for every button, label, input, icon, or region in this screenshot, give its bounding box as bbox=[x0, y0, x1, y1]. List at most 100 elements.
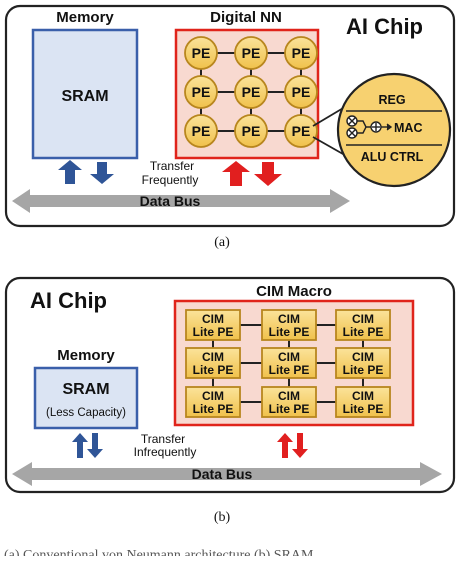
lite-pe-label: Lite PE bbox=[343, 402, 384, 416]
lite-pe-label: Lite PE bbox=[269, 363, 310, 377]
chip-title-a: AI Chip bbox=[346, 14, 423, 39]
pe-circle bbox=[184, 114, 218, 148]
nn-down-arrow-a bbox=[254, 162, 282, 186]
data-bus-a bbox=[12, 189, 350, 213]
memory-label-b: Memory bbox=[57, 347, 115, 364]
sram-label-b: SRAM bbox=[62, 381, 109, 398]
pe-label: PE bbox=[192, 84, 211, 100]
pe-circle bbox=[284, 36, 318, 70]
pe-unit: PE bbox=[234, 114, 268, 148]
sram-down-arrow-a bbox=[90, 162, 114, 184]
lite-pe-label: Lite PE bbox=[269, 325, 310, 339]
cim-lite-pe-box bbox=[185, 386, 241, 418]
pe-label: PE bbox=[242, 84, 261, 100]
pe-label: PE bbox=[192, 45, 211, 61]
cim-label: CIM bbox=[202, 312, 224, 326]
pe-unit: PE bbox=[284, 114, 318, 148]
cim-label: CIM bbox=[352, 389, 374, 403]
pe-detail-reg: REG bbox=[378, 93, 405, 107]
pe-label: PE bbox=[192, 123, 211, 139]
chip-title-b: AI Chip bbox=[30, 288, 107, 313]
cim-label: CIM bbox=[278, 312, 300, 326]
chip-outline-a bbox=[4, 4, 456, 228]
cim-lite-pe-box bbox=[335, 347, 391, 379]
caption-b: (b) bbox=[214, 510, 231, 525]
data-bus-b bbox=[12, 462, 442, 486]
lite-pe-label: Lite PE bbox=[193, 325, 234, 339]
sram-block-b bbox=[33, 366, 139, 430]
sram-down-arrow-b bbox=[87, 433, 103, 458]
macro-down-arrow-b bbox=[292, 433, 308, 458]
pe-circle bbox=[284, 114, 318, 148]
pe-unit: PE bbox=[284, 75, 318, 109]
cim-lite-pe-box bbox=[185, 309, 241, 341]
pe-unit: PE bbox=[184, 114, 218, 148]
transfer-label-b-1: Transfer bbox=[141, 432, 185, 446]
multiplier-icon bbox=[346, 115, 358, 139]
pe-label: PE bbox=[292, 84, 311, 100]
sram-up-arrow-b bbox=[72, 433, 88, 458]
pe-circle bbox=[284, 75, 318, 109]
cim-lite-pe-box bbox=[185, 347, 241, 379]
transfer-label-a-1: Transfer bbox=[150, 159, 194, 173]
pe-detail: REG MAC ALU CTRL bbox=[336, 72, 452, 188]
pe-label: PE bbox=[292, 123, 311, 139]
cim-lite-pe-box bbox=[335, 386, 391, 418]
chip-outline-b bbox=[4, 276, 456, 494]
pe-label: PE bbox=[242, 123, 261, 139]
lite-pe-label: Lite PE bbox=[343, 363, 384, 377]
data-bus-label-b: Data Bus bbox=[192, 466, 253, 482]
pe-grid: PE PE PE PE PE PE PE PE PE bbox=[184, 36, 318, 148]
cim-label: CIM bbox=[278, 350, 300, 364]
nn-label-a: Digital NN bbox=[210, 9, 282, 26]
macro-up-arrow-b bbox=[277, 433, 293, 458]
pe-circle bbox=[234, 114, 268, 148]
cim-lite-pe-box bbox=[261, 347, 317, 379]
sram-block-a bbox=[31, 28, 139, 160]
adder-icon bbox=[357, 120, 393, 134]
lite-pe-label: Lite PE bbox=[193, 402, 234, 416]
pe-unit: PE bbox=[184, 75, 218, 109]
cim-label: CIM bbox=[278, 389, 300, 403]
pe-unit: PE bbox=[184, 36, 218, 70]
cim-lite-pe-box bbox=[261, 386, 317, 418]
cim-lite-pe-box bbox=[261, 309, 317, 341]
pe-circle bbox=[184, 36, 218, 70]
macro-label-b: CIM Macro bbox=[256, 283, 332, 300]
pe-detail-mac: MAC bbox=[394, 121, 422, 135]
lite-pe-label: Lite PE bbox=[193, 363, 234, 377]
sram-sub-label-b: (Less Capacity) bbox=[46, 407, 126, 419]
pe-detail-circle bbox=[336, 72, 452, 188]
pe-label: PE bbox=[242, 45, 261, 61]
cim-label: CIM bbox=[352, 312, 374, 326]
pe-unit: PE bbox=[234, 36, 268, 70]
memory-label-a: Memory bbox=[56, 9, 114, 26]
cim-label: CIM bbox=[352, 350, 374, 364]
pe-detail-alu-ctrl: ALU CTRL bbox=[361, 150, 424, 164]
pe-unit: PE bbox=[234, 75, 268, 109]
lite-pe-label: Lite PE bbox=[269, 402, 310, 416]
lite-pe-label: Lite PE bbox=[343, 325, 384, 339]
cim-lite-pe-box bbox=[335, 309, 391, 341]
data-bus-label-a: Data Bus bbox=[140, 193, 201, 209]
pe-circle bbox=[234, 36, 268, 70]
sram-label-a: SRAM bbox=[61, 88, 108, 105]
sram-up-arrow-a bbox=[58, 160, 82, 184]
transfer-label-a-2: Frequently bbox=[142, 173, 199, 187]
transfer-label-b-2: Infrequently bbox=[134, 445, 197, 459]
cim-label: CIM bbox=[202, 389, 224, 403]
pe-unit: PE bbox=[284, 36, 318, 70]
nn-up-arrow-a bbox=[222, 161, 250, 186]
cim-label: CIM bbox=[202, 350, 224, 364]
